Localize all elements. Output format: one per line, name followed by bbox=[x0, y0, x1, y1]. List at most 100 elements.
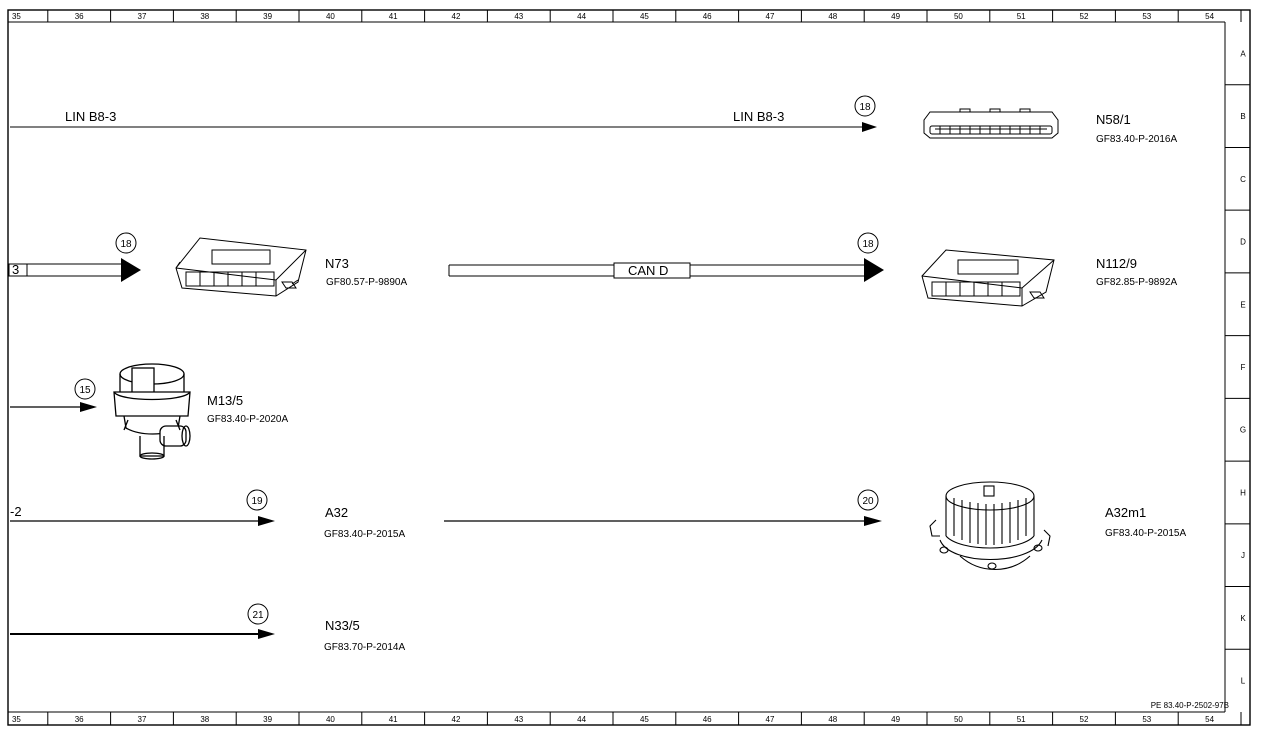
column-label: 35 bbox=[12, 12, 21, 21]
svg-text:20: 20 bbox=[862, 496, 874, 507]
row-label: J bbox=[1241, 551, 1245, 560]
blower-motor-icon bbox=[929, 481, 1051, 571]
column-label: 38 bbox=[200, 12, 209, 21]
component-id-n33-5: N33/5 bbox=[325, 618, 360, 633]
can-label: CAN D bbox=[628, 263, 668, 278]
control-unit-icon bbox=[175, 237, 307, 297]
column-label: 48 bbox=[828, 715, 837, 724]
column-label: 47 bbox=[766, 12, 775, 21]
column-label: 41 bbox=[389, 715, 398, 724]
column-label: 49 bbox=[891, 12, 900, 21]
column-label: 45 bbox=[640, 715, 649, 724]
row-label: H bbox=[1240, 488, 1246, 497]
column-label: 53 bbox=[1142, 12, 1151, 21]
column-label: 40 bbox=[326, 12, 335, 21]
row-ticks bbox=[1225, 84, 1250, 650]
arrow-head bbox=[864, 516, 882, 526]
svg-text:19: 19 bbox=[251, 496, 263, 507]
component-code-a32: GF83.40-P-2015A bbox=[324, 529, 405, 540]
column-label: 36 bbox=[75, 715, 84, 724]
row-label: D bbox=[1240, 238, 1246, 247]
column-label: 46 bbox=[703, 715, 712, 724]
arrow-head bbox=[258, 516, 275, 526]
arrow-head bbox=[862, 122, 877, 132]
column-label: 50 bbox=[954, 12, 963, 21]
row-label: B bbox=[1240, 112, 1245, 121]
column-label: 40 bbox=[326, 715, 335, 724]
ref-circle: 18 bbox=[854, 95, 876, 117]
column-label: 38 bbox=[200, 715, 209, 724]
column-label: 50 bbox=[954, 715, 963, 724]
component-id-a32: A32 bbox=[325, 505, 348, 520]
column-label: 53 bbox=[1142, 715, 1151, 724]
component-code-n112-9: GF82.85-P-9892A bbox=[1096, 277, 1177, 288]
arrow-head bbox=[121, 258, 141, 282]
component-code-n58-1: GF83.40-P-2016A bbox=[1096, 134, 1177, 145]
component-code-n33-5: GF83.70-P-2014A bbox=[324, 642, 405, 653]
column-label: 44 bbox=[577, 715, 586, 724]
svg-text:21: 21 bbox=[252, 610, 264, 621]
column-label: 43 bbox=[514, 715, 523, 724]
column-label: 51 bbox=[1017, 715, 1026, 724]
ref-circle: 18 bbox=[857, 232, 879, 254]
column-label: 46 bbox=[703, 12, 712, 21]
component-code-n73: GF80.57-P-9890A bbox=[326, 277, 407, 288]
row-label: G bbox=[1240, 426, 1246, 435]
bus-label-box bbox=[8, 263, 28, 277]
row-label: E bbox=[1240, 300, 1245, 309]
lin-label-right: LIN B8-3 bbox=[733, 109, 784, 124]
component-id-n112-9: N112/9 bbox=[1096, 256, 1137, 271]
column-label: 44 bbox=[577, 12, 586, 21]
row-label: L bbox=[1241, 677, 1246, 686]
column-label: 42 bbox=[452, 715, 461, 724]
arrow-head bbox=[864, 258, 884, 282]
column-label: 37 bbox=[138, 12, 147, 21]
can-label-box bbox=[613, 262, 691, 279]
ref-circle: 15 bbox=[74, 378, 96, 400]
lin-label-left: LIN B8-3 bbox=[65, 109, 116, 124]
component-code-m13-5: GF83.40-P-2020A bbox=[207, 414, 288, 425]
column-label: 36 bbox=[75, 12, 84, 21]
column-label: 54 bbox=[1205, 715, 1214, 724]
arrow-head bbox=[258, 629, 275, 639]
column-label: 47 bbox=[766, 715, 775, 724]
column-label: 52 bbox=[1080, 12, 1089, 21]
component-code-a32m1: GF83.40-P-2015A bbox=[1105, 528, 1186, 539]
ref-circle: 20 bbox=[857, 489, 879, 511]
svg-text:15: 15 bbox=[79, 385, 91, 396]
document-id: PE 83.40-P-2502-97B bbox=[1151, 701, 1229, 710]
row-label: A bbox=[1240, 49, 1246, 58]
component-id-m13-5: M13/5 bbox=[207, 393, 243, 408]
ref-circle: 19 bbox=[246, 489, 268, 511]
column-label: 41 bbox=[389, 12, 398, 21]
column-label: 45 bbox=[640, 12, 649, 21]
column-label: 48 bbox=[828, 12, 837, 21]
column-labels: 35 35 36 36 37 37 38 38 39 39 40 40 41 41 42 42 43 43 44 44… bbox=[12, 12, 1215, 724]
row-label: C bbox=[1240, 175, 1246, 184]
row-label: F bbox=[1241, 363, 1246, 372]
column-label: 42 bbox=[452, 12, 461, 21]
ref-circle: 18 bbox=[115, 232, 137, 254]
component-id-n73: N73 bbox=[325, 256, 349, 271]
control-panel-icon bbox=[923, 108, 1059, 139]
column-label: 43 bbox=[514, 12, 523, 21]
signal-label-partial: -2 bbox=[10, 504, 22, 519]
component-id-n58-1: N58/1 bbox=[1096, 112, 1131, 127]
bus-label-partial: 3 bbox=[12, 262, 19, 277]
arrow-head bbox=[80, 402, 97, 412]
ref-circle: 21 bbox=[247, 603, 269, 625]
column-label: 39 bbox=[263, 715, 272, 724]
column-label: 39 bbox=[263, 12, 272, 21]
component-id-a32m1: A32m1 bbox=[1105, 505, 1146, 520]
svg-text:18: 18 bbox=[862, 239, 874, 250]
column-label: 37 bbox=[138, 715, 147, 724]
svg-text:18: 18 bbox=[859, 102, 871, 113]
svg-text:18: 18 bbox=[120, 239, 132, 250]
column-label: 49 bbox=[891, 715, 900, 724]
column-label: 54 bbox=[1205, 12, 1214, 21]
column-label: 35 bbox=[12, 715, 21, 724]
sheet-border bbox=[7, 9, 1251, 726]
pump-icon bbox=[113, 363, 191, 460]
